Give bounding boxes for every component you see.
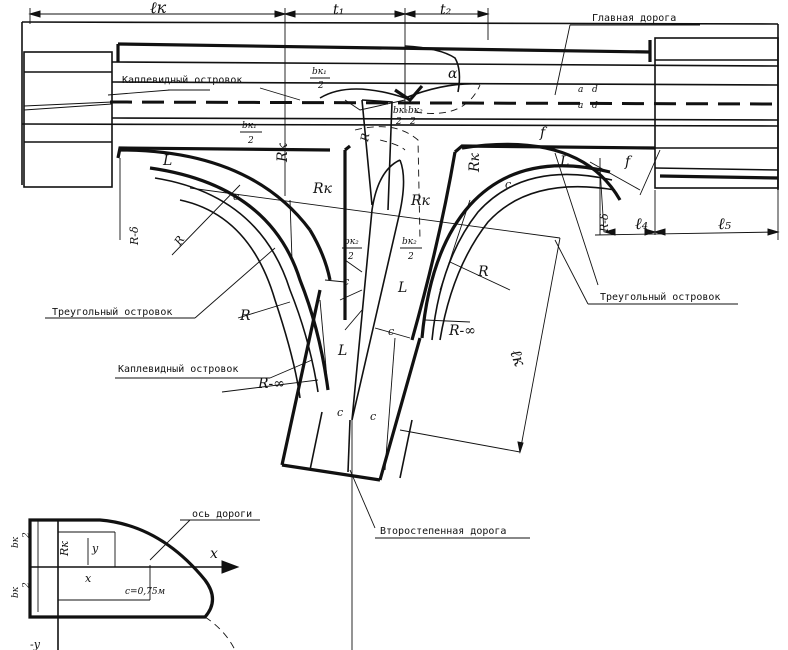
x-axis-label: x <box>210 546 218 562</box>
bk2-left-mid: bк₂ <box>344 237 359 247</box>
ad-upper-d: d <box>592 85 598 95</box>
axis-inset <box>28 518 260 650</box>
Rk-label-center: Rк <box>410 193 431 209</box>
bk-inset-lower: bк <box>11 586 21 598</box>
lk-label: ℓк <box>150 0 167 17</box>
y-dimension-label: y <box>91 542 99 555</box>
drop-island-top-label: Каплевидный островок <box>122 74 242 86</box>
f-label-right: f <box>624 154 633 170</box>
triangle-island-left-label: Треугольный островок <box>52 306 172 318</box>
bk-inset-lower-den: 2 <box>22 582 32 589</box>
ad-upper-a: a <box>578 85 583 95</box>
top-dimension-lines <box>28 8 490 130</box>
R-inf-right: R-∞ <box>448 323 476 339</box>
x-dimension-label: x <box>85 572 92 585</box>
right-curve <box>399 142 780 454</box>
bk2-top-den: 2 <box>395 117 402 127</box>
R-label-vertical-top: R <box>358 132 372 143</box>
l5-label: ℓ₅ <box>718 214 732 233</box>
ad-lower-d: d <box>592 101 598 111</box>
t2-label: t₂ <box>440 2 452 18</box>
c-value-label: c=0,75м <box>125 587 165 597</box>
R-label-left-1: R <box>171 233 187 248</box>
left-curve <box>119 130 561 399</box>
leader-lines <box>45 24 738 539</box>
c-mid-1: c <box>343 275 349 288</box>
bk-inset-upper: bк <box>11 536 21 548</box>
main-road <box>21 21 779 190</box>
bk1-top-den: 2 <box>317 81 324 91</box>
L-label-left: L <box>162 153 172 169</box>
Rk-label-vertical-right: Rк <box>467 152 483 173</box>
bk1-top: bк₁ <box>312 67 327 77</box>
t1-label: t₁ <box>333 2 344 18</box>
main-road-label: Главная дорога <box>592 13 676 24</box>
lk-side-label: ℓк <box>506 347 530 369</box>
bk2-right-mid-den: 2 <box>407 252 414 262</box>
Rk-label-left: Rк <box>312 181 333 197</box>
top-drop-island <box>259 45 481 112</box>
R-inf-left: R-∞ <box>257 376 285 392</box>
c-bottom-left: c <box>337 406 343 419</box>
bk2-top: bк₂ <box>393 106 408 116</box>
triangle-island-right-label: Треугольный островок <box>600 291 720 303</box>
L-label-center: L <box>397 280 407 296</box>
L-label-right: L <box>559 154 569 170</box>
bk2-left-mid-den: 2 <box>347 252 354 262</box>
R-label-right: R <box>477 264 489 280</box>
R-delta-right: R-δ <box>598 213 611 233</box>
alpha-label: α <box>448 66 458 82</box>
bk2-top-b: bк₂ <box>408 106 423 116</box>
Rk-label-vertical-left: Rк <box>275 142 291 163</box>
c-label-left-curve: c <box>233 190 239 203</box>
bk2-right-mid: bк₂ <box>402 237 417 247</box>
bk2-top-b-den: 2 <box>409 117 416 127</box>
Rk-inset-label: Rк <box>58 541 71 557</box>
drop-island-bottom-label: Каплевидный островок <box>118 363 238 375</box>
c-label-right-curve: c <box>505 178 511 191</box>
R-label-left-2: R <box>239 308 251 324</box>
L-label-lower: L <box>337 343 347 359</box>
secondary-road <box>280 84 481 650</box>
c-bottom-right: c <box>370 410 376 423</box>
bk1-left: bк₁ <box>242 121 257 131</box>
l4-label: ℓ₄ <box>635 214 648 233</box>
c-mid-2: c <box>388 325 394 338</box>
bk-inset-upper-den: 2 <box>22 532 32 539</box>
bk1-left-den: 2 <box>247 136 254 146</box>
R-delta-left: R-δ <box>128 226 141 246</box>
road-axis-label: ось дороги <box>192 509 252 520</box>
ad-lower-a: a <box>578 101 583 111</box>
neg-y-label: -y <box>30 638 41 650</box>
secondary-road-label: Второстепенная дорога <box>380 526 506 537</box>
labels: ℓк t₁ t₂ Главная дорога Каплевидный остр… <box>11 0 732 650</box>
f-label-top: f <box>539 125 548 141</box>
